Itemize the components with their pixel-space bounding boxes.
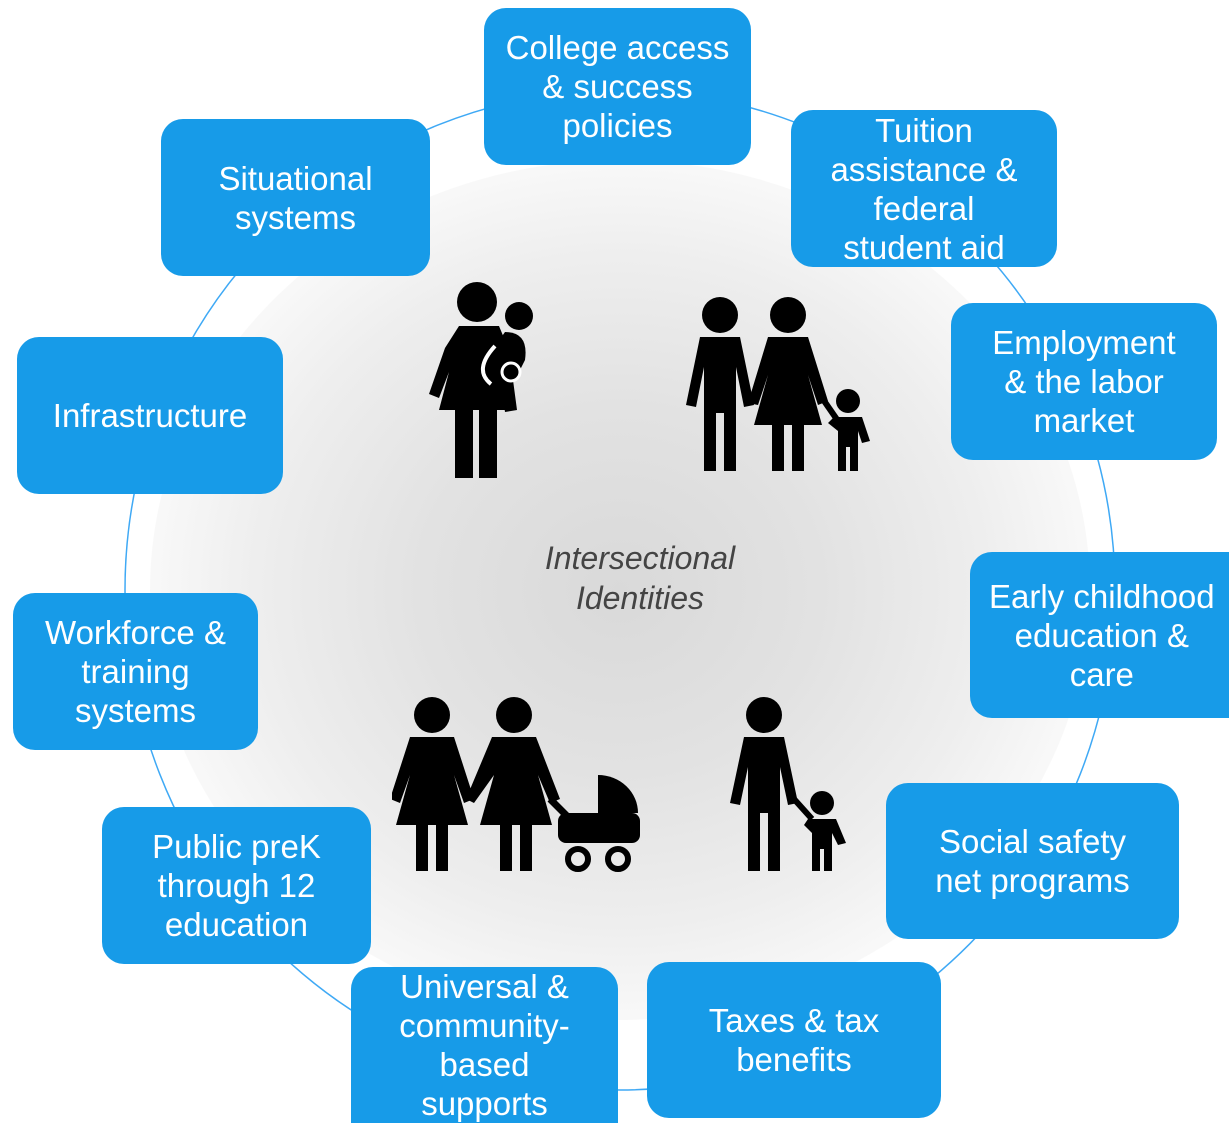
- node-social-safety-net: Social safety net programs: [886, 783, 1179, 939]
- center-label: Intersectional Identities: [544, 540, 736, 616]
- node-workforce: Workforce & training systems: [13, 593, 258, 750]
- node-public-prek: Public preK through 12 education: [102, 807, 371, 964]
- node-tuition-assistance: Tuition assistance & federal student aid: [791, 110, 1057, 267]
- woman-holding-baby-icon: [429, 282, 533, 478]
- couple-with-child-icon: [686, 297, 870, 471]
- node-college-access: College access & success policies: [484, 8, 751, 165]
- node-situational-systems: Situational systems: [161, 119, 430, 276]
- node-infrastructure: Infrastructure: [17, 337, 283, 494]
- node-employment: Employment & the labor market: [951, 303, 1217, 460]
- node-taxes: Taxes & tax benefits: [647, 962, 941, 1118]
- node-early-childhood: Early childhood education & care: [970, 552, 1229, 718]
- couple-with-stroller-icon: [392, 697, 640, 872]
- node-universal-supports: Universal & community- based supports: [351, 967, 618, 1123]
- man-with-child-icon: [730, 697, 846, 871]
